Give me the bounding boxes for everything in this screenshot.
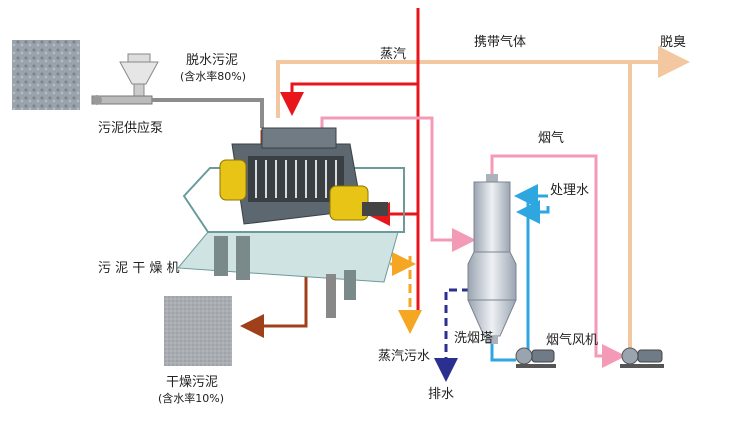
steam-label: 蒸汽 — [380, 47, 406, 62]
steam-wastewater-label: 蒸汽污水 — [378, 349, 430, 364]
dewatered-moisture-label: (含水率80%) — [180, 69, 246, 83]
circulation-pump — [515, 347, 556, 368]
carrier-gas-line — [276, 46, 690, 118]
sludge-feed-line — [152, 98, 264, 128]
treated-water-label: 处理水 — [550, 183, 589, 198]
drain-line — [434, 288, 470, 382]
dried-sludge-label: 干燥污泥 — [166, 375, 218, 390]
flue-gas-label: 烟气 — [538, 130, 564, 146]
flue-gas-line-to-fan — [490, 154, 626, 368]
deodorize-label: 脱臭 — [660, 35, 686, 50]
carrier-gas-label: 携带气体 — [474, 34, 526, 50]
sludge-dryer-label: 污 泥 干 燥 机 — [98, 261, 180, 276]
flue-gas-fan — [620, 347, 664, 368]
wet-sludge-sample — [12, 40, 80, 110]
flue-fan-label: 烟气风机 — [546, 332, 598, 348]
drain-label: 排水 — [428, 387, 454, 402]
dried-sludge-line — [240, 258, 308, 338]
dried-sludge-sample — [164, 296, 232, 366]
sludge-dryer — [176, 127, 405, 318]
flue-gas-line-from-dryer — [320, 116, 476, 252]
treated-water-line-2 — [516, 200, 550, 224]
recirculation-line — [490, 342, 516, 362]
dried-moisture-label: (含水率10%) — [158, 391, 224, 405]
feed-pump-label: 污泥供应泵 — [98, 120, 163, 136]
scrubber-label: 洗烟塔 — [454, 331, 493, 346]
feed-pump-unit — [91, 53, 159, 105]
steam-branch-line — [280, 82, 418, 116]
scrubber-tower — [467, 174, 517, 344]
dewatered-sludge-label: 脱水污泥 — [186, 53, 238, 68]
